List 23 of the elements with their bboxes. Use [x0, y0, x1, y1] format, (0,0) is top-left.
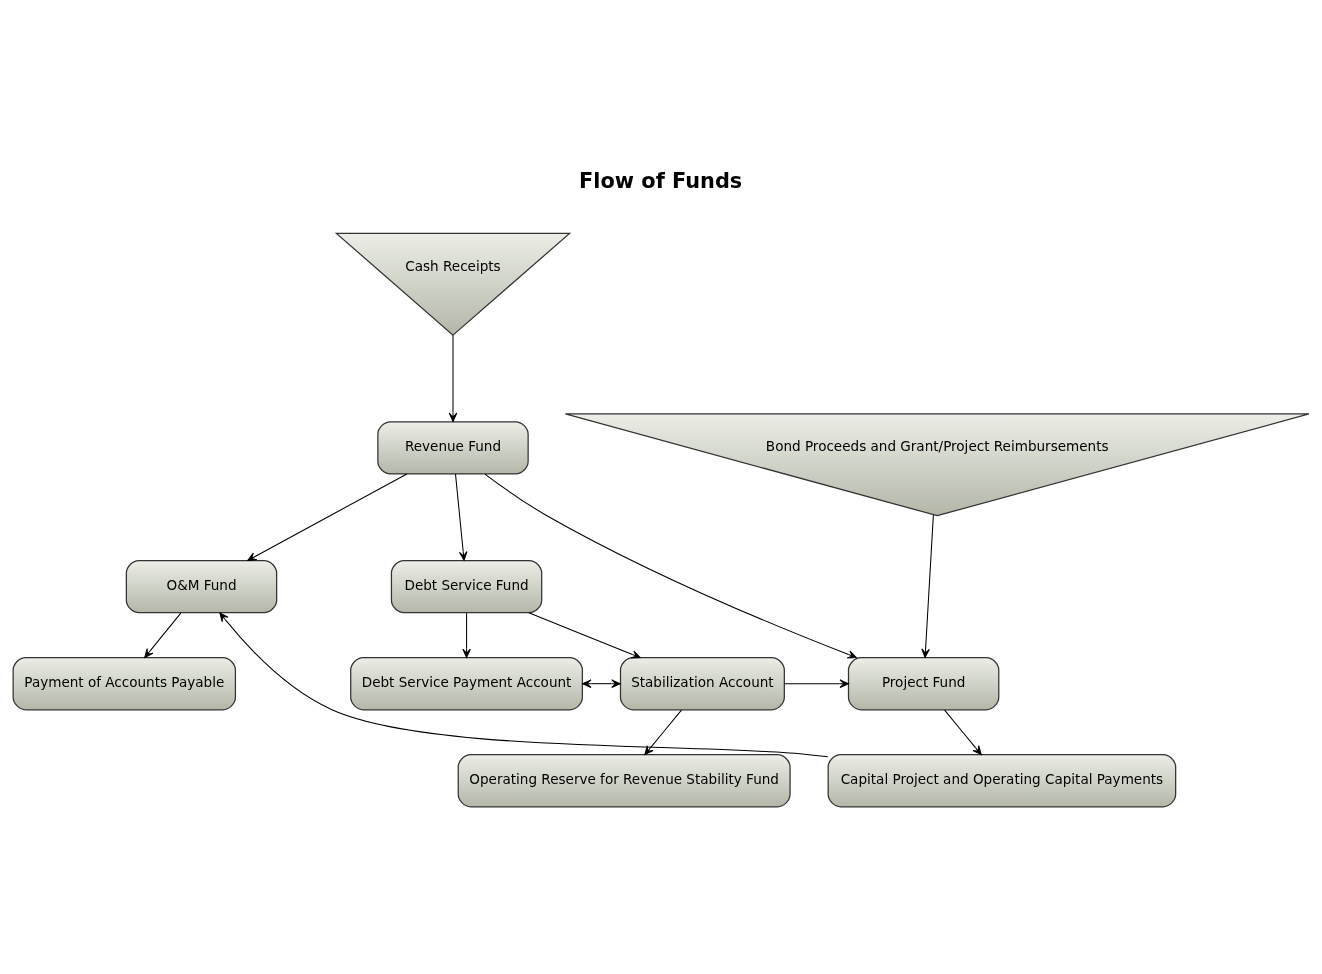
arrow	[484, 473, 857, 659]
arrow	[448, 334, 458, 422]
node-box: Revenue Fund	[377, 420, 529, 475]
arrow	[644, 709, 682, 755]
arrow	[454, 472, 468, 561]
node-box: Project Fund	[847, 656, 1000, 710]
node-box: Stabilization Account	[619, 656, 785, 710]
node-box: Capital Project and Operating Capital Payments	[827, 753, 1177, 807]
node-box: Debt Service Payment Account	[350, 656, 584, 710]
arrow	[784, 678, 849, 688]
arrow	[462, 612, 471, 658]
node-box: Debt Service Fund	[390, 559, 543, 613]
node-box: O&M Fund	[125, 559, 278, 613]
node-box: Payment of Accounts Payable	[12, 656, 237, 710]
arrow	[944, 709, 982, 755]
arrow	[921, 513, 934, 658]
arrow	[247, 472, 408, 561]
arrow	[528, 611, 641, 658]
arrow	[582, 678, 621, 688]
diagram-title: Flow of Funds	[579, 168, 743, 193]
arrow	[144, 612, 182, 658]
arrow	[219, 611, 829, 757]
node-box: Operating Reserve for Revenue Stability Fund	[457, 753, 791, 807]
